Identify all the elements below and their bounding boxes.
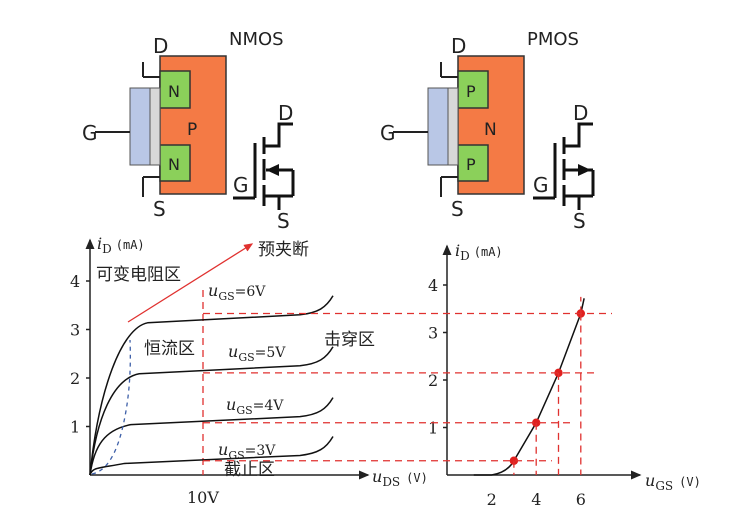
- transfer-x-tick-label: 6: [576, 490, 586, 509]
- chart-connector-lines: [203, 296, 612, 475]
- nmos-source-well: [159, 144, 191, 182]
- nmos-structure: NMOS D G S P N N D G S: [82, 29, 295, 233]
- nmos-body-label: P: [187, 120, 197, 140]
- transfer-x-tick-label: 2: [487, 490, 497, 509]
- output-xlabel-sub: DS: [382, 475, 400, 489]
- curve-label-sub: GS: [218, 290, 234, 303]
- pmos-gate: [427, 87, 449, 166]
- output-ylabel-unit: (mA): [116, 238, 145, 252]
- region-constant-current: 恒流区: [144, 339, 195, 359]
- region-pinch-off: 预夹断: [258, 240, 309, 260]
- nmos-gate: [129, 87, 151, 166]
- nmos-drain-well-label: N: [168, 82, 180, 101]
- transfer-xlabel-main: u: [645, 471, 655, 490]
- nmos-gate-label: G: [82, 121, 98, 145]
- curve-label-value: =4V: [253, 398, 285, 414]
- transfer-ylabel-main: i: [455, 241, 460, 260]
- output-chart-x-tick-10v: 10V: [187, 488, 219, 507]
- transfer-x-tick-label: 4: [531, 490, 541, 509]
- transfer-chart-y-ticks: 1 2 3 4: [428, 276, 447, 438]
- output-ylabel-sub: D: [102, 242, 112, 256]
- pinch-off-boundary: [91, 339, 131, 475]
- pmos-source-label: S: [451, 197, 464, 221]
- curve-label-sub: GS: [228, 449, 244, 462]
- transfer-y-tick-label: 4: [428, 276, 438, 295]
- pmos-symbol-g: G: [533, 173, 549, 197]
- curve-label-main: u: [228, 342, 238, 361]
- output-curve-label: uGS=3V: [218, 440, 276, 462]
- nmos-symbol-d: D: [278, 101, 293, 125]
- output-chart-xlabel: uDS (V): [372, 467, 428, 489]
- transfer-xlabel-unit: (V): [679, 475, 701, 489]
- nmos-title: NMOS: [229, 29, 284, 50]
- pmos-body-label: N: [484, 120, 497, 140]
- output-curve-label: uGS=4V: [226, 395, 284, 417]
- output-ylabel-main: i: [97, 234, 102, 253]
- pmos-symbol-s: S: [573, 209, 586, 233]
- curve-label-main: u: [208, 281, 218, 300]
- output-y-tick-label: 1: [70, 418, 80, 437]
- output-y-tick-label: 4: [70, 272, 80, 291]
- output-curve: [89, 295, 334, 476]
- output-chart-y-ticks: 1 2 3 4: [70, 272, 90, 437]
- pmos-drain-well: [457, 70, 489, 109]
- pmos-title: PMOS: [527, 29, 579, 50]
- curve-label-value: =6V: [235, 284, 267, 300]
- pmos-gate-label: G: [380, 121, 396, 145]
- pmos-drain-well-label: P: [466, 82, 476, 101]
- nmos-symbol-s: S: [277, 209, 290, 233]
- pmos-symbol-d: D: [573, 101, 588, 125]
- output-chart-ylabel: iD (mA): [97, 234, 145, 256]
- transfer-curve-line: [473, 298, 585, 476]
- output-xlabel-main: u: [372, 467, 382, 486]
- transfer-ylabel-unit: (mA): [474, 245, 503, 259]
- transfer-y-tick-label: 1: [428, 419, 438, 438]
- nmos-source-well-label: N: [168, 155, 180, 174]
- nmos-drain-well: [159, 70, 191, 109]
- region-cutoff: 截止区: [224, 460, 275, 480]
- output-y-tick-label: 3: [70, 321, 80, 340]
- transfer-chart-ylabel: iD (mA): [455, 241, 503, 263]
- output-y-tick-label: 2: [70, 369, 80, 388]
- transfer-chart-curve: [473, 298, 585, 476]
- region-breakdown: 击穿区: [324, 330, 375, 350]
- output-curve: [89, 397, 334, 476]
- nmos-symbol-g: G: [233, 173, 249, 197]
- pmos-drain-label: D: [451, 34, 466, 58]
- pinch-off-arrow: [127, 243, 254, 323]
- curve-label-value: =3V: [245, 443, 277, 459]
- output-curve: [89, 436, 334, 476]
- nmos-drain-label: D: [153, 34, 168, 58]
- curve-label-main: u: [226, 395, 236, 414]
- output-curve-label: uGS=5V: [228, 342, 286, 364]
- curve-label-main: u: [218, 440, 228, 459]
- output-curve: [89, 346, 334, 476]
- transfer-y-tick-label: 2: [428, 371, 438, 390]
- region-variable-resistance: 可变电阻区: [96, 265, 181, 285]
- curve-label-sub: GS: [238, 351, 254, 364]
- output-xlabel-unit: (V): [406, 471, 428, 485]
- nmos-oxide: [149, 87, 161, 166]
- pmos-circuit-symbol: [533, 122, 595, 210]
- pmos-source-well-label: P: [466, 155, 476, 174]
- output-chart-curves: [89, 295, 334, 476]
- transfer-chart-x-ticks: 2 4 6: [487, 490, 586, 509]
- nmos-source-label: S: [153, 197, 166, 221]
- transfer-xlabel-sub: GS: [655, 479, 673, 493]
- pmos-structure: PMOS D G S N P P D G S: [380, 29, 595, 233]
- transfer-y-tick-label: 3: [428, 324, 438, 343]
- curve-label-value: =5V: [255, 345, 287, 361]
- nmos-circuit-symbol: [233, 122, 295, 210]
- transfer-ylabel-sub: D: [460, 249, 470, 263]
- curve-label-sub: GS: [236, 404, 252, 417]
- transfer-characteristic-chart: iD (mA) uGS (V) 1 2 3 4 2 4 6: [428, 241, 701, 509]
- output-curve-label: uGS=6V: [208, 281, 266, 303]
- transfer-chart-xlabel: uGS (V): [645, 471, 701, 493]
- pmos-oxide: [447, 87, 459, 166]
